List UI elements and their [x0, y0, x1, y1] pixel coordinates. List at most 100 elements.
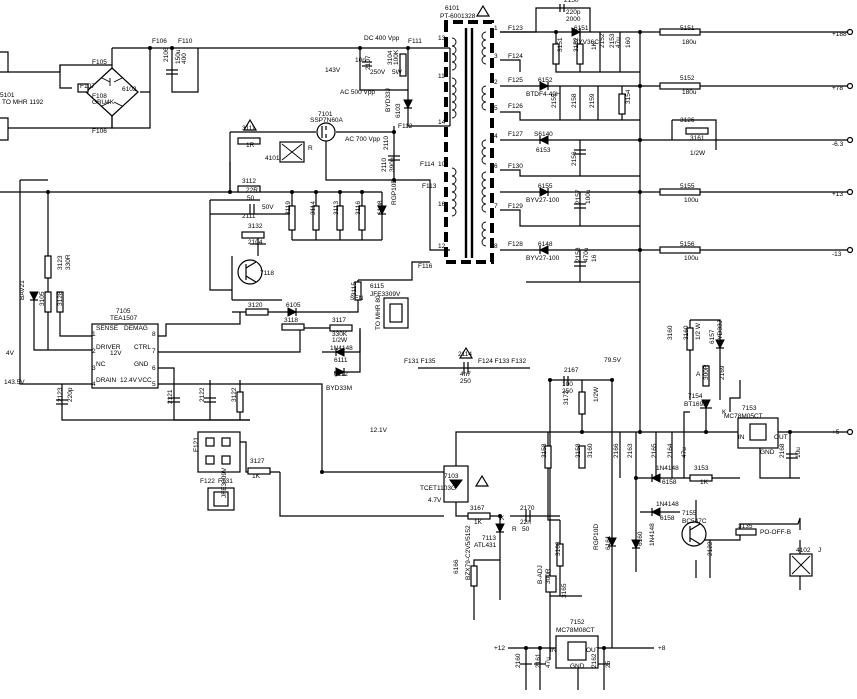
- component-label-179: F129: [508, 203, 523, 210]
- diode-6111: [334, 347, 345, 357]
- transformer-core-dashed: [444, 20, 494, 264]
- component-label-115: 3163: [555, 541, 562, 556]
- component-label-58: 1N4148: [330, 345, 353, 352]
- thyristor-7154: [701, 399, 711, 410]
- component-label-210: 47u: [681, 447, 688, 458]
- component-label-149: 180u: [682, 39, 697, 46]
- component-label-185: 16: [591, 254, 598, 262]
- component-label-92: 7103: [444, 473, 459, 480]
- component-label-88: F124 F133 F132: [478, 358, 526, 365]
- component-label-97: K: [500, 515, 505, 522]
- component-label-159: 5152: [680, 75, 695, 82]
- component-label-91: 250: [460, 378, 471, 385]
- component-label-119: RGP10D: [593, 524, 600, 550]
- component-label-191: 1/2 W: [695, 322, 702, 340]
- component-label-109: 79.5V: [604, 357, 622, 364]
- component-label-54: 3118: [284, 317, 298, 324]
- component-label-105: 100: [562, 381, 573, 388]
- component-label-120: 6161: [605, 535, 612, 550]
- component-label-65: TO MHR 80: [375, 295, 382, 330]
- component-label-163: F127: [508, 131, 523, 138]
- resistor-3163: [556, 543, 564, 567]
- pin-label-5: NC: [96, 361, 106, 368]
- shunt-regulator-atl431: [495, 523, 505, 534]
- component-label-8: TO MHR 1192: [2, 99, 44, 106]
- component-label-96: 1K: [474, 519, 483, 526]
- aux-winding: [451, 167, 457, 217]
- component-label-126: +8: [658, 645, 666, 652]
- component-label-177: 100u: [684, 197, 699, 204]
- component-label-89: 2114: [458, 351, 472, 358]
- pin-label-3: CTRL: [134, 344, 151, 351]
- component-label-124: OUT: [586, 647, 600, 654]
- component-label-206: 2166: [613, 443, 620, 458]
- pin-label-20: 4: [494, 133, 498, 140]
- resistor-3154: [618, 93, 626, 115]
- component-label-27: SSP7N60A: [310, 117, 344, 124]
- component-label-129: 2161: [535, 653, 542, 668]
- component-label-114: BZX79-C2V5/5152: [465, 525, 472, 580]
- component-label-211: 2168: [779, 443, 786, 458]
- component-label-136: 2150: [564, 0, 579, 4]
- component-label-157: 2159: [589, 93, 596, 108]
- component-label-201: MC78M05CT: [724, 413, 763, 420]
- pin-label-22: 7: [494, 203, 498, 210]
- component-label-117: 300R: [545, 568, 552, 584]
- component-label-69: 330R: [65, 254, 72, 270]
- component-label-111: 3158: [575, 443, 582, 458]
- ic-tea1507: [91, 323, 159, 389]
- component-label-50: 2104: [248, 239, 263, 246]
- component-label-212: 10u: [795, 447, 802, 458]
- component-label-123: IN: [550, 647, 557, 654]
- component-label-70: BAV21: [19, 280, 26, 300]
- component-label-146: 47u: [615, 37, 622, 48]
- component-label-59: 6111: [334, 357, 348, 364]
- component-label-74: 143.5V: [4, 379, 25, 386]
- component-label-127: +12: [494, 645, 505, 652]
- component-label-67: SEN: [350, 295, 364, 302]
- component-label-52: 3120: [248, 302, 263, 309]
- component-label-18: 250V: [370, 69, 386, 76]
- component-label-35: 390p: [389, 157, 396, 172]
- component-label-132: 25: [605, 660, 612, 668]
- component-label-218: 6158: [660, 515, 675, 522]
- component-label-195: 2169: [719, 365, 726, 380]
- component-label-5: F108: [92, 93, 107, 100]
- component-label-62: 3115: [351, 282, 358, 296]
- pin-label-11: 11: [438, 73, 445, 80]
- component-label-169: 1/2W: [690, 150, 706, 157]
- pin-label-13: 10: [438, 161, 446, 168]
- fuse-f107: [77, 83, 89, 93]
- diode-6160: [631, 539, 641, 550]
- resistor-3117: [329, 324, 353, 332]
- component-label-200: 7153: [742, 405, 757, 412]
- jumper-block-f121: [197, 431, 241, 473]
- resistor-3172: [578, 391, 586, 415]
- secondary-winding: [481, 31, 487, 65]
- component-label-113: 6166: [453, 559, 460, 574]
- component-label-82: F122: [200, 478, 215, 485]
- component-label-142: 3152: [573, 37, 580, 52]
- diode-6157: [715, 339, 725, 350]
- component-label-60: 6112: [334, 371, 348, 378]
- diode-6161: [607, 537, 617, 548]
- diode-6105: [287, 307, 298, 317]
- pin-label-31: 5: [152, 381, 156, 388]
- inductor-5152: [659, 82, 701, 90]
- pin-label-6: GND: [134, 361, 149, 368]
- component-label-204: GND: [760, 449, 775, 456]
- component-label-138: 2000: [566, 16, 581, 23]
- components: [29, 4, 813, 669]
- component-label-31: 4101: [265, 155, 280, 162]
- component-label-183: 2158: [575, 247, 582, 262]
- component-label-135: F123: [508, 25, 523, 32]
- component-label-161: +78: [832, 85, 843, 92]
- component-label-178: +13: [832, 191, 843, 198]
- component-label-43: 3119: [285, 201, 292, 215]
- component-label-150: +188: [832, 31, 847, 38]
- component-label-51: 7118: [260, 270, 274, 277]
- resistor-3105: [44, 291, 52, 313]
- component-label-57: 1/2W: [332, 337, 348, 344]
- component-label-181: 6148: [538, 241, 553, 248]
- component-label-193: BYD33J: [717, 320, 724, 344]
